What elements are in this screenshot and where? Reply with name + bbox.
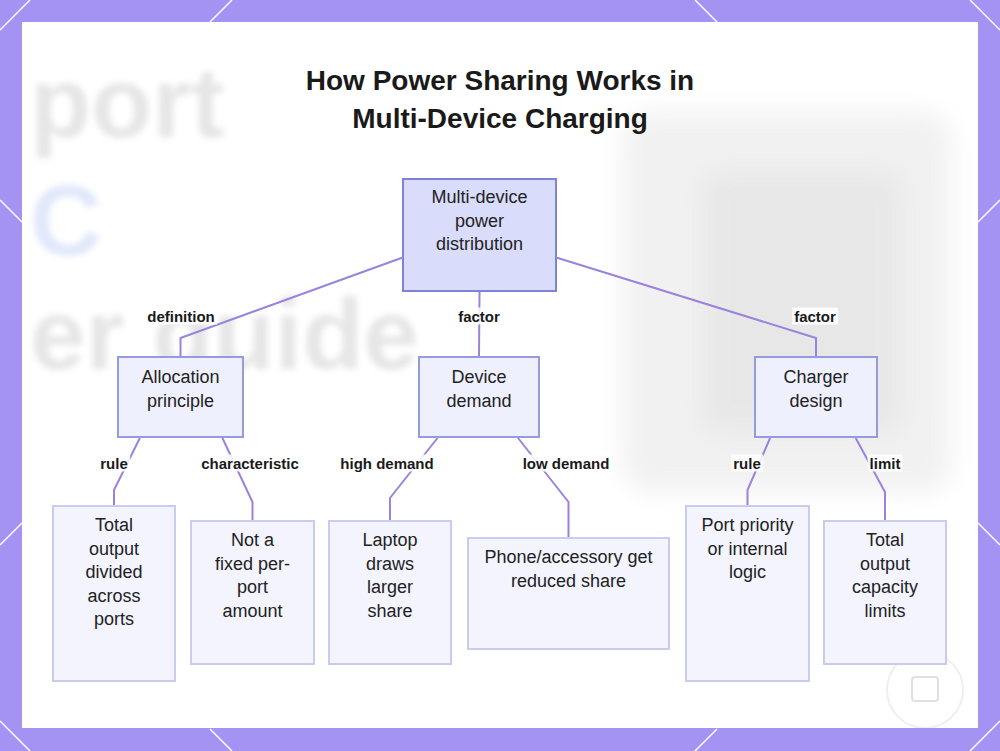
- detail-box: Total output capacity limits: [823, 520, 947, 665]
- node-text: Laptop draws larger share: [354, 529, 426, 623]
- edge-label: rule: [731, 455, 763, 472]
- detail-box: Not a fixed per-port amount: [190, 520, 315, 665]
- node-text: Not a fixed per-port amount: [214, 529, 292, 623]
- connector-line: [557, 258, 816, 356]
- node-text: Charger design: [766, 366, 866, 413]
- root-concept-box: Multi-device power distribution: [402, 178, 557, 292]
- detail-box: Total output divided across ports: [52, 505, 176, 682]
- logo-mark: [912, 677, 938, 701]
- edge-label: low demand: [521, 455, 612, 472]
- edge-label: definition: [145, 308, 217, 325]
- connector-line: [856, 438, 885, 520]
- category-box: Charger design: [754, 356, 878, 438]
- edge-label: characteristic: [199, 455, 301, 472]
- node-text: Phone/accessory get reduced share: [484, 546, 654, 593]
- detail-box: Port priority or internal logic: [685, 505, 810, 682]
- detail-box: Laptop draws larger share: [328, 520, 452, 665]
- node-text: Port priority or internal logic: [698, 514, 798, 585]
- edge-label: factor: [456, 308, 502, 325]
- edge-label: limit: [868, 455, 903, 472]
- blurred-charger: [622, 112, 952, 492]
- category-box: Allocation principle: [117, 356, 244, 438]
- connector-line: [222, 438, 252, 520]
- category-box: Device demand: [418, 356, 540, 438]
- node-text: Total output divided across ports: [75, 514, 153, 632]
- connector-line: [518, 438, 568, 537]
- node-text: Total output capacity limits: [844, 529, 926, 623]
- edge-label: factor: [792, 308, 838, 325]
- detail-box: Phone/accessory get reduced share: [467, 537, 670, 650]
- edge-label: rule: [98, 455, 130, 472]
- connector-line: [748, 438, 771, 505]
- diagram-title: How Power Sharing Works in Multi-Device …: [270, 62, 730, 138]
- watermark-text: C: [30, 170, 102, 270]
- node-text: Allocation principle: [126, 366, 236, 413]
- connector-line: [390, 438, 438, 520]
- watermark-text: port: [30, 52, 224, 152]
- connector-line: [114, 438, 140, 505]
- node-text: Device demand: [429, 366, 529, 413]
- node-text: Multi-device power distribution: [421, 186, 539, 257]
- edge-label: high demand: [338, 455, 435, 472]
